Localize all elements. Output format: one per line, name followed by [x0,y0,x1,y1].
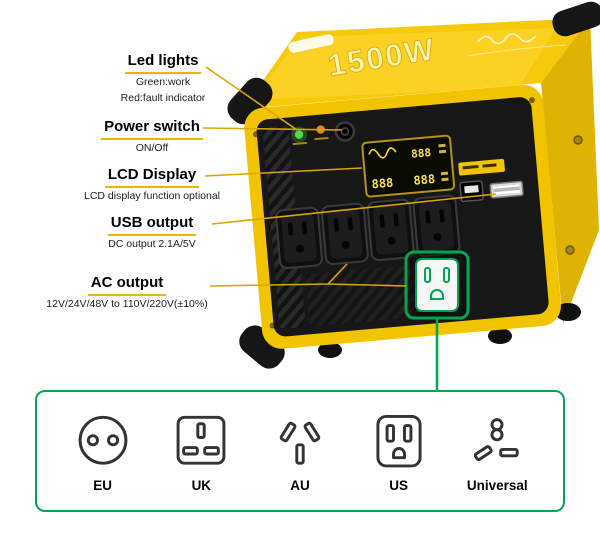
product-front: 888 888 888 [244,84,561,349]
socket-label-au: AU [290,477,310,493]
callout-led-lights-sub2: Red:fault indicator [120,91,206,104]
us-socket-icon [376,414,422,467]
led-caption [292,141,307,146]
lcd-frame [361,134,456,198]
callout-power-switch-title: Power switch [101,118,203,140]
led-caption [314,136,329,141]
callout-ac-output: AC output 12V/24V/48V to 110V/220V(±10%) [27,274,227,312]
callout-ac-output-title: AC output [87,274,167,296]
callout-ac-output-sub1: 12V/24V/48V to 110V/220V(±10%) [46,298,208,310]
corner-protector [227,77,273,125]
socket-label-us: US [389,477,408,493]
au-socket-icon [279,421,321,465]
socket-cell-eu: EU [70,410,136,493]
product-top-shine [252,28,556,100]
socket-cell-us: US [366,410,432,493]
product-side-face [541,18,599,324]
ac-outlet [412,194,461,258]
callout-led-lights-title: Led lights [124,52,202,74]
lcd-waveform [368,147,397,159]
socket-cell-uk: UK [168,410,234,493]
callout-power-switch-sub1: ON/Off [135,142,169,154]
callout-lcd-display-sub1: LCD display function optional [84,190,220,202]
socket-cell-au: AU [267,410,333,493]
callout-line-led [205,66,298,131]
callout-lcd-display: LCD Display LCD display function optiona… [57,166,247,204]
foot [318,342,342,358]
lcd-digits: 888 [413,172,436,188]
callout-lcd-display-title: LCD Display [104,166,200,188]
callout-line-lcd [204,167,363,177]
lcd-unit-mark [441,177,449,182]
highlighted-ac-outlet [404,250,470,320]
green-led [294,130,304,139]
foot [488,328,512,344]
lcd-digits: 888 [411,146,432,161]
decor-script-line [467,44,567,57]
lcd-display: 888 888 888 [361,134,456,198]
corner-protector [239,325,285,369]
socket-label-eu: EU [93,477,113,493]
decor-script [477,33,537,45]
callout-usb-output: USB output DC output 2.1A/5V [67,214,237,252]
callout-led-lights: Led lights Green:work Red:fault indicato… [78,52,248,105]
socket-label-universal: Universal [466,477,528,493]
vent-grille [305,265,416,326]
eu-socket-icon [78,415,128,465]
usb-print-label [458,158,505,176]
lcd-unit-mark [438,149,447,154]
power-button [334,121,356,142]
foot [555,303,581,321]
screw [565,245,575,255]
screw [573,135,583,145]
lcd-unit-mark [438,143,446,148]
usb-port [489,180,524,199]
callout-line-usb [211,193,497,225]
corner-protector [552,1,600,37]
callout-usb-output-title: USB output [107,214,197,236]
lcd-unit-mark [440,171,449,176]
callout-line-ac-branch [327,283,407,287]
universal-socket-icon [474,417,519,461]
callout-led-lights-sub1: Green:work [135,76,191,88]
power-button-ring [340,127,350,136]
callout-line-power [202,127,343,131]
socket-cell-universal: Universal [464,410,530,493]
brand-label [288,34,334,53]
lcd-digits: 888 [371,176,394,192]
aux-port [459,180,485,203]
callout-usb-output-sub1: DC output 2.1A/5V [108,238,196,250]
uk-socket-icon [176,415,226,465]
socket-types-panel: EU UK AU [35,390,565,512]
socket-label-uk: UK [191,477,212,493]
ac-outlet [366,198,416,262]
frame-hole [528,97,535,104]
callout-power-switch: Power switch ON/Off [67,118,237,156]
